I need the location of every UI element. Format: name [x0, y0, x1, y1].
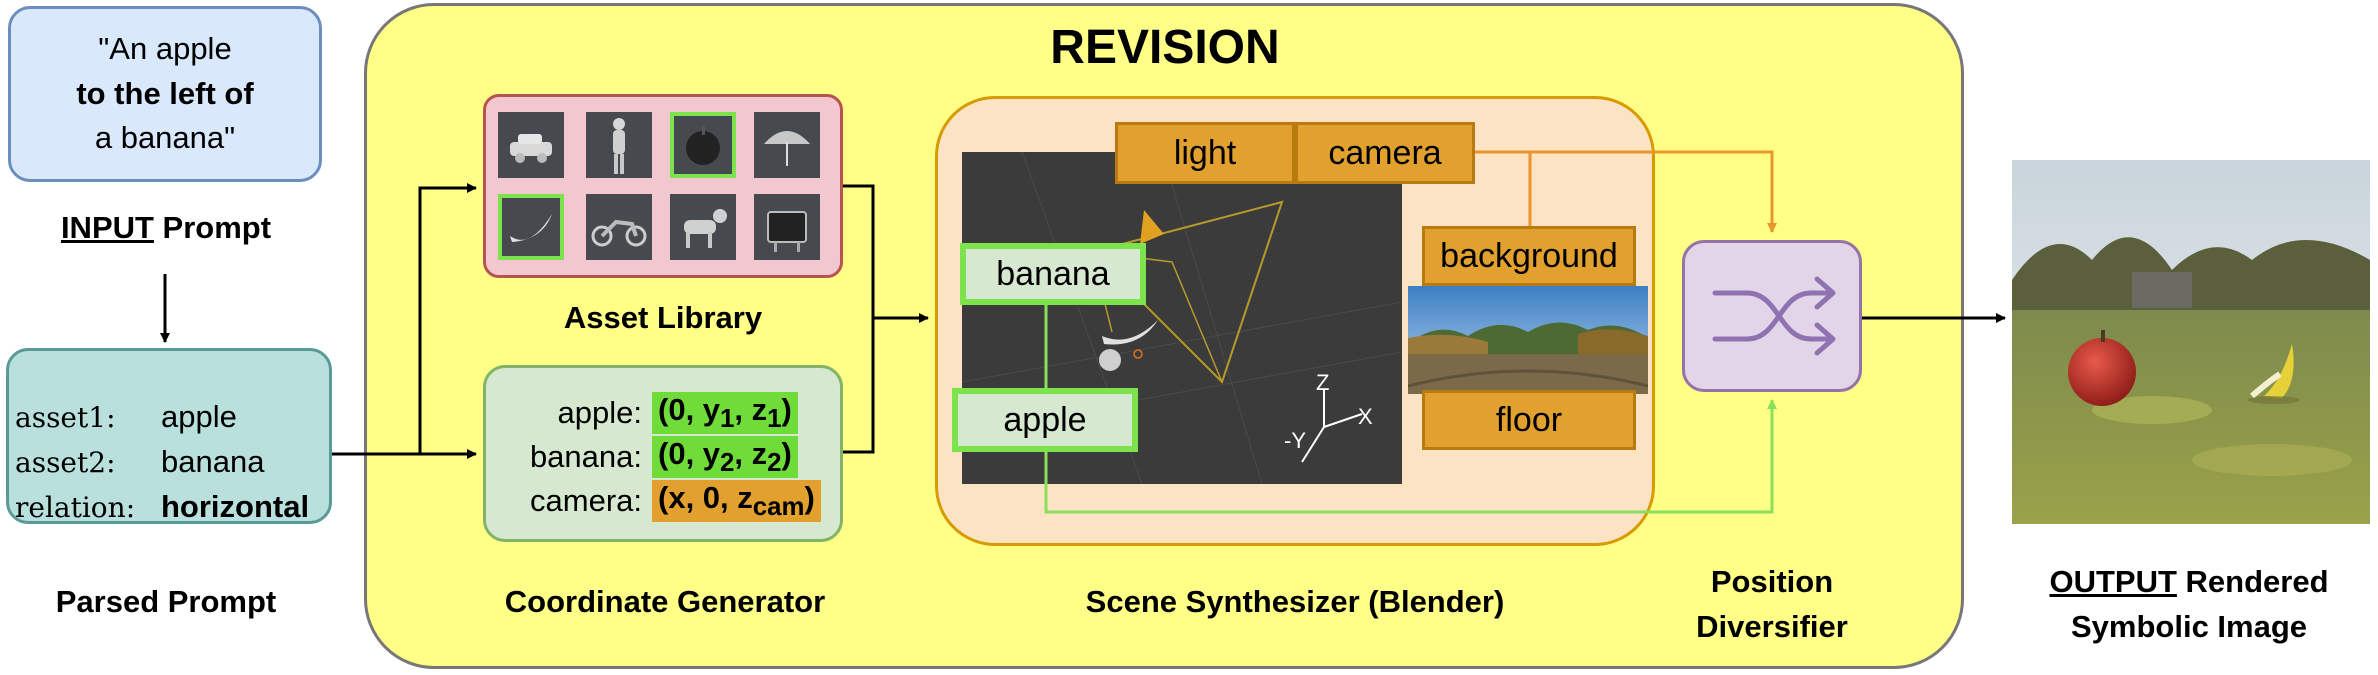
output-caption-rest: Rendered: [2176, 564, 2329, 599]
output-banana: [2264, 344, 2294, 398]
input-prompt-line3: a banana": [94, 120, 236, 156]
coordinate-generator-caption: Coordinate Generator: [504, 584, 826, 619]
parsed-key: relation:: [15, 490, 136, 524]
asset-library-caption: Asset Library: [563, 300, 763, 335]
position-diversifier-caption: Position Diversifier: [1652, 560, 1892, 650]
background-panorama: [1408, 286, 1648, 394]
asset-motorcycle-thumb: [586, 194, 652, 260]
coord-value-apple: (0, y1, z1): [652, 392, 798, 435]
input-caption-underlined: INPUT: [60, 210, 154, 245]
input-prompt-line2: to the left of: [76, 75, 254, 111]
revision-title: REVISION: [1050, 21, 1280, 74]
output-rendered-image: [2012, 160, 2370, 524]
apple-model: [1099, 349, 1121, 371]
parsed-prompt-caption: Parsed Prompt: [55, 584, 277, 619]
diversifier-caption-line1: Position: [1710, 564, 1834, 599]
camera-label: camera: [1295, 122, 1475, 184]
diversifier-caption-line2: Diversifier: [1696, 608, 1848, 644]
apple-label: apple: [952, 388, 1138, 452]
banana-model: [1102, 320, 1158, 345]
output-caption-underlined: OUTPUT: [2049, 564, 2177, 599]
asset-person-thumb: [586, 112, 652, 178]
light-marker: [1140, 210, 1164, 244]
output-caption: OUTPUT Rendered Symbolic Image: [2004, 560, 2374, 650]
coord-row-banana: banana: (0, y2, z2): [490, 436, 830, 479]
background-label: background: [1422, 226, 1636, 286]
parsed-row-asset1: asset1: apple: [15, 395, 329, 440]
asset-dog-thumb: [670, 194, 736, 260]
light-label: light: [1115, 122, 1295, 184]
asset-banana-thumb: [498, 194, 564, 260]
parsed-value: horizontal: [161, 488, 310, 524]
coord-row-camera: camera: (x, 0, zcam): [490, 480, 830, 523]
output-caption-line2: Symbolic Image: [2070, 608, 2308, 644]
coord-label: banana:: [529, 439, 642, 475]
axis-gizmo: [1301, 390, 1363, 463]
parsed-row-relation: relation: horizontal: [15, 485, 329, 530]
parsed-key: asset1:: [15, 401, 116, 434]
coord-row-apple: apple: (0, y1, z1): [490, 392, 830, 435]
banana-label: banana: [960, 243, 1146, 305]
axis-label-y: -Y: [1284, 428, 1306, 453]
position-diversifier-box[interactable]: [1682, 240, 1862, 392]
parsed-value: banana: [161, 443, 265, 479]
output-apple: [2068, 338, 2136, 406]
parsed-value: apple: [161, 399, 237, 434]
asset-grid: [498, 112, 828, 260]
axis-label-z: Z: [1316, 370, 1330, 395]
parsed-row-asset2: asset2: banana: [15, 440, 329, 485]
coord-value-banana: (0, y2, z2): [652, 436, 798, 479]
scene-synthesizer-caption: Scene Synthesizer (Blender): [1085, 584, 1505, 619]
asset-apple-thumb: [670, 112, 736, 178]
shuffle-icon: [1712, 276, 1836, 356]
input-prompt-caption: INPUT Prompt: [0, 206, 332, 251]
parsed-prompt-box: asset1: apple asset2: banana relation: hori…: [6, 348, 332, 524]
asset-umbrella-thumb: [754, 112, 820, 178]
coord-label: camera:: [530, 483, 642, 519]
coord-value-camera: (x, 0, zcam): [652, 480, 821, 523]
axis-label-x: X: [1358, 404, 1373, 429]
input-prompt-line1: "An apple: [98, 30, 232, 66]
asset-car-thumb: [498, 112, 564, 178]
asset-tv-thumb: [754, 194, 820, 260]
floor-label: floor: [1422, 390, 1636, 450]
coord-label: apple:: [557, 395, 642, 431]
parsed-key: asset2:: [15, 445, 116, 479]
input-caption-rest: Prompt: [153, 210, 272, 245]
input-prompt-box: "An apple to the left of a banana": [8, 6, 322, 182]
